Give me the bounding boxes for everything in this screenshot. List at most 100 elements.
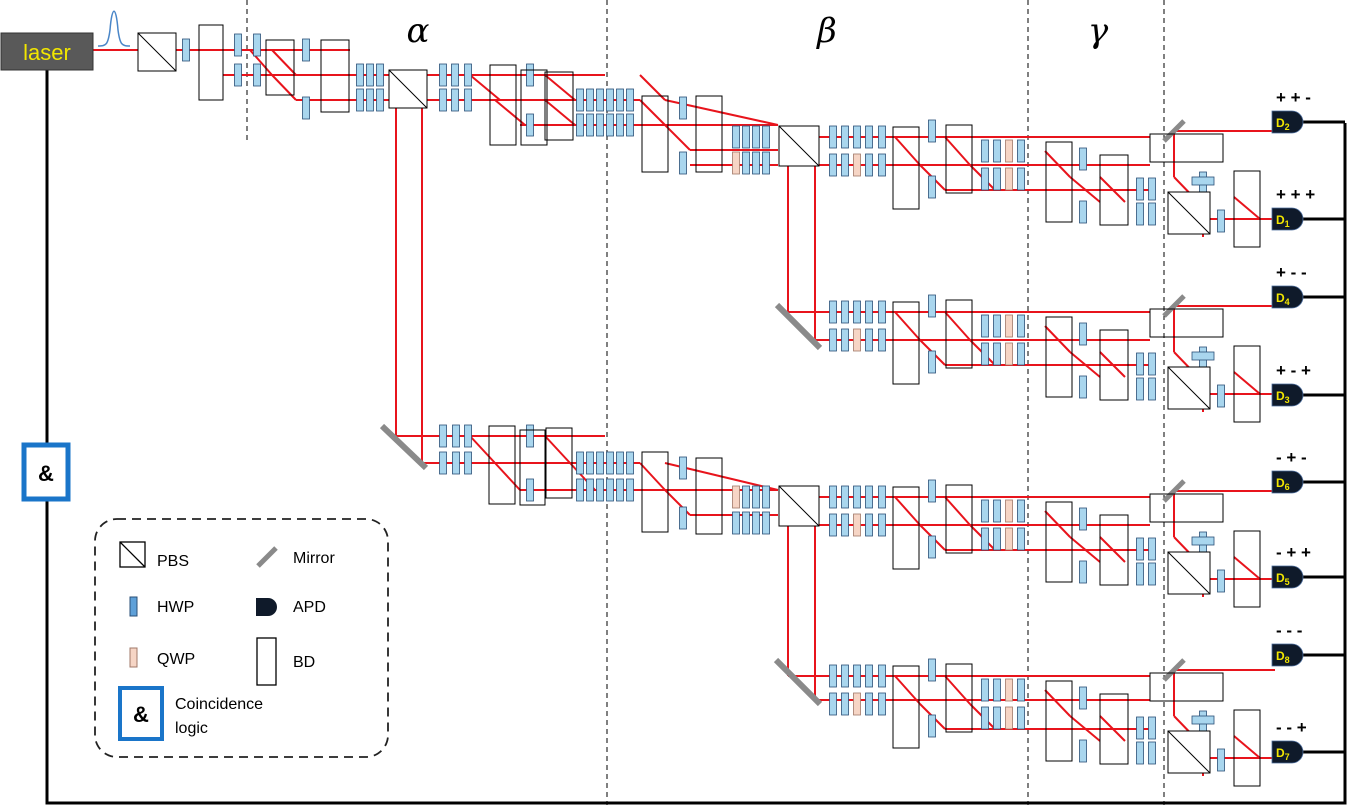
- hwp-plate: [1148, 537, 1156, 561]
- hwp-plate: [1217, 209, 1225, 233]
- hwp-plate: [1017, 342, 1025, 366]
- beam-segment: [1099, 176, 1126, 203]
- beam-segment: [944, 136, 971, 166]
- pbs-diagonal: [137, 32, 177, 72]
- hwp-plate: [865, 692, 873, 716]
- legend-coincidence-line2: logic: [175, 720, 208, 737]
- hwp-plate: [865, 485, 873, 509]
- hwp-plate: [302, 38, 310, 62]
- beam-displacer: [545, 427, 573, 499]
- apd-icon: [1271, 110, 1304, 134]
- hwp-plate: [1148, 177, 1156, 201]
- laser-source: laser: [0, 10, 131, 71]
- hwp-plate: [1017, 167, 1025, 191]
- legend-frame: [94, 518, 389, 758]
- detector-sign: - - +: [1276, 718, 1307, 737]
- qwp-plate: [853, 692, 861, 716]
- hwp-plate: [606, 451, 614, 475]
- beam-displacer: [489, 64, 517, 146]
- coincidence-logic-box: &: [21, 442, 71, 502]
- hwp-plate: [626, 451, 634, 475]
- hwp-plate: [451, 88, 459, 112]
- beam-displacer: [1233, 170, 1261, 248]
- hwp-plate: [853, 485, 861, 509]
- hwp-plate: [865, 125, 873, 149]
- hwp-plate: [841, 664, 849, 688]
- qwp-plate: [1005, 499, 1013, 523]
- beam-displacer: [945, 299, 973, 369]
- apd-icon: [256, 598, 277, 616]
- hwp-plate: [576, 478, 584, 502]
- beam-displacer: [945, 484, 973, 554]
- detector-subscript: 4: [1285, 297, 1290, 307]
- hwp-plate: [752, 511, 760, 535]
- hwp-plate: [1017, 706, 1025, 730]
- beam-displacer: [1149, 672, 1224, 702]
- beam-displacer: [892, 486, 920, 570]
- apd-icon: [1271, 285, 1304, 309]
- beam-segment: [1233, 735, 1261, 759]
- hwp-plate: [981, 167, 989, 191]
- detector-sign: + + -: [1276, 88, 1311, 107]
- hwp-plate: [878, 692, 886, 716]
- beam-displacer: [198, 24, 224, 101]
- beam-segment: [469, 435, 496, 464]
- hwp-plate: [356, 63, 364, 87]
- qwp-icon: [129, 647, 138, 668]
- beam-segment: [271, 49, 297, 76]
- detector-8: D8- - -: [1271, 621, 1304, 667]
- legend-hwp-label: HWP: [157, 599, 194, 616]
- qwp-plate: [732, 485, 740, 509]
- hwp-plate: [841, 153, 849, 177]
- hwp-plate: [742, 151, 750, 175]
- hwp-plate: [679, 96, 687, 120]
- hwp-plate: [993, 499, 1001, 523]
- beam-segment: [944, 311, 971, 341]
- mirror: [1162, 294, 1186, 318]
- hwp-plate: [1136, 202, 1144, 226]
- stage-label-beta: β: [815, 11, 837, 51]
- qwp-plate: [1005, 139, 1013, 163]
- hwp-plate: [1079, 147, 1087, 171]
- hwp-plate: [576, 88, 584, 112]
- legend: PBS Mirror HWP APD QWP BD & Coincidence …: [94, 518, 389, 758]
- hwp-plate: [526, 113, 534, 137]
- hwp-plate: [234, 33, 242, 57]
- hwp-plate: [616, 451, 624, 475]
- beam-displacer: [1233, 530, 1261, 608]
- hwp-plate: [928, 119, 936, 143]
- hwp-plate: [742, 125, 750, 149]
- beam-displacer: [641, 95, 669, 173]
- detector-subscript: 6: [1285, 482, 1290, 492]
- detector-7: D7- - +: [1271, 718, 1307, 764]
- hwp-plate: [1136, 741, 1144, 765]
- hwp-plate: [1148, 377, 1156, 401]
- hwp-plate: [1017, 314, 1025, 338]
- qwp-plate: [853, 513, 861, 537]
- beam-segment: [894, 675, 921, 705]
- beam-segment: [1069, 351, 1101, 378]
- hwp-plate: [616, 478, 624, 502]
- hwp-plate: [878, 328, 886, 352]
- optical-elements: [137, 24, 1261, 787]
- hwp-plate: [742, 511, 750, 535]
- pbs-diagonal: [1167, 730, 1211, 774]
- beam-segment: [1044, 510, 1071, 538]
- hwp-plate: [679, 456, 687, 480]
- pbs-icon: [119, 541, 146, 568]
- hwp-plate: [993, 139, 1001, 163]
- beam-segment: [894, 136, 921, 166]
- hwp-plate: [366, 63, 374, 87]
- legend-qwp-label: QWP: [157, 651, 195, 668]
- beam-segment: [894, 496, 921, 526]
- legend-coincidence-line1: Coincidence: [175, 696, 263, 713]
- mirror: [379, 423, 429, 471]
- hwp-plate: [878, 153, 886, 177]
- hwp-plate: [878, 513, 886, 537]
- hwp-plate: [752, 125, 760, 149]
- mirror-icon: [256, 546, 278, 568]
- hwp-plate: [762, 151, 770, 175]
- hwp-plate: [1079, 322, 1087, 346]
- hwp-plate: [1191, 176, 1215, 186]
- beam-segment: [1069, 715, 1101, 742]
